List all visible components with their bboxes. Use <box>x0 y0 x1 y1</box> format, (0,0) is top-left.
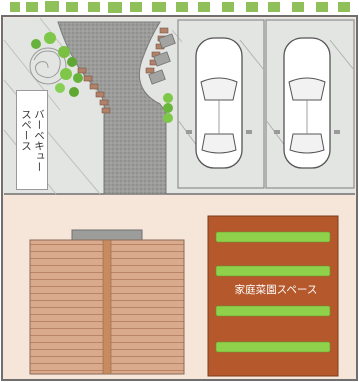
car-icon <box>195 37 243 169</box>
deck-beam <box>102 239 112 375</box>
car-icon <box>283 37 331 169</box>
parking-stall <box>265 19 355 189</box>
bbq-space-text: バーベキュー スペース <box>20 108 45 172</box>
garden-space-label: 家庭菜園スペース <box>234 283 318 296</box>
plant-icon <box>163 93 173 123</box>
deck-step <box>71 229 143 241</box>
gravel-path <box>57 21 167 195</box>
hedge-top <box>10 1 350 13</box>
plant-icon <box>29 32 83 97</box>
bbq-space-label: バーベキュー スペース <box>16 90 48 190</box>
stepping-stone-icon <box>148 33 176 85</box>
crop-rows <box>215 231 331 353</box>
parking-stall <box>177 19 265 189</box>
